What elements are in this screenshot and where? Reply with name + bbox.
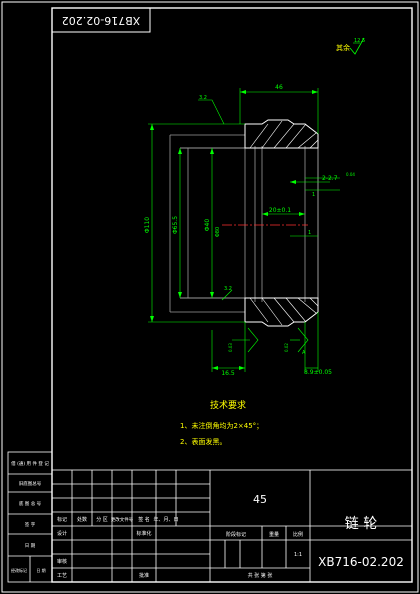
side-row-5: 日 期 xyxy=(25,543,36,549)
tb-stage-mark: 阶段标记 xyxy=(226,531,246,538)
tolerance-marker-right xyxy=(290,327,309,353)
dim-small: 1 xyxy=(308,230,311,236)
datum-ref: A xyxy=(302,350,306,356)
side-row-1: 借 (通) 用 件 登 记 xyxy=(11,460,49,467)
tolerance-marker-left xyxy=(232,327,259,353)
dim-bottom-left: 16.5 xyxy=(221,370,235,377)
tb-standardize: 标准化 xyxy=(136,530,151,537)
side-table xyxy=(7,451,53,583)
tol-2: 0.03 xyxy=(228,343,233,352)
roughness-small-top: 3.2 xyxy=(199,95,207,101)
dim-overall-width: 46 xyxy=(275,84,283,91)
dimension-arrows xyxy=(150,90,318,370)
dim-hub-lower: Φ80 xyxy=(215,227,221,237)
tb-process: 工艺 xyxy=(57,573,67,579)
side-row-4: 签 字 xyxy=(25,521,36,528)
side-foot-left: 经改标记 xyxy=(11,567,27,573)
dim-center: 20±0.1 xyxy=(269,207,291,214)
tb-approve: 批准 xyxy=(139,572,149,579)
tb-weight: 重量 xyxy=(269,531,279,538)
technical-notes: 技术要求 1、未注倒角均为2×45°； 2、表面发黑。 xyxy=(180,399,263,446)
tb-material: 45 xyxy=(253,493,267,506)
rotated-code-box: XB716-02.202 xyxy=(51,7,151,33)
tooth-profile-bottom xyxy=(244,297,319,327)
tb-header-0: 标记 xyxy=(57,516,67,523)
rotated-code-text: XB716-02.202 xyxy=(62,14,141,27)
sprocket-section-view xyxy=(169,119,319,327)
roughness-main: 12.5 xyxy=(354,38,365,44)
tb-header-1: 处数 xyxy=(77,516,87,523)
tooth-profile-top xyxy=(244,119,319,149)
tb-header-4: 签 名 xyxy=(138,516,150,523)
hatch-bottom xyxy=(249,297,319,326)
dim-bottom-right: 8.9±0.05 xyxy=(304,369,332,376)
inner-frame xyxy=(51,7,413,583)
tb-design: 设计 xyxy=(57,530,67,537)
dim-hub: Φ65.5 xyxy=(172,216,179,234)
side-foot-right: 日 期 xyxy=(36,567,45,573)
surface-finish-mark: 其余 12.5 xyxy=(336,37,365,55)
tb-part-name: 链 轮 xyxy=(345,516,377,532)
notes-item-1: 1、未注倒角均为2×45°； xyxy=(180,421,263,430)
tb-header-5: 年、月、日 xyxy=(153,516,178,523)
notes-item-2: 2、表面发黑。 xyxy=(180,437,226,446)
roughness-small-mid: 3.2 xyxy=(224,286,232,292)
dim-outer: Φ110 xyxy=(144,217,151,233)
notes-title: 技术要求 xyxy=(210,399,246,411)
tol-1: 0.04 xyxy=(346,172,355,177)
dim-bore: Φ40 xyxy=(204,219,211,232)
tb-sheets: 共 张 第 张 xyxy=(248,572,273,579)
tb-review: 审核 xyxy=(57,558,67,565)
dimensions xyxy=(148,88,340,372)
side-row-2: 旧底图总号 xyxy=(19,480,42,487)
tol-3: 0.02 xyxy=(284,343,289,352)
dim-keyway-top: 2-2.7 xyxy=(322,175,338,182)
surface-finish-label: 其余 xyxy=(336,43,350,52)
tb-header-2: 分 区 xyxy=(96,516,108,523)
tb-drawing-no: XB716-02.202 xyxy=(318,555,404,569)
tb-scale: 比例 xyxy=(293,531,303,538)
side-row-3: 底 图 总 号 xyxy=(19,500,42,507)
hatch-top xyxy=(249,120,319,149)
title-block-grid xyxy=(51,469,413,583)
tb-header-3: 更改文件号 xyxy=(111,516,134,523)
dim-keyway-depth: 1 xyxy=(312,192,315,198)
tb-scale-value: 1:1 xyxy=(294,552,302,558)
